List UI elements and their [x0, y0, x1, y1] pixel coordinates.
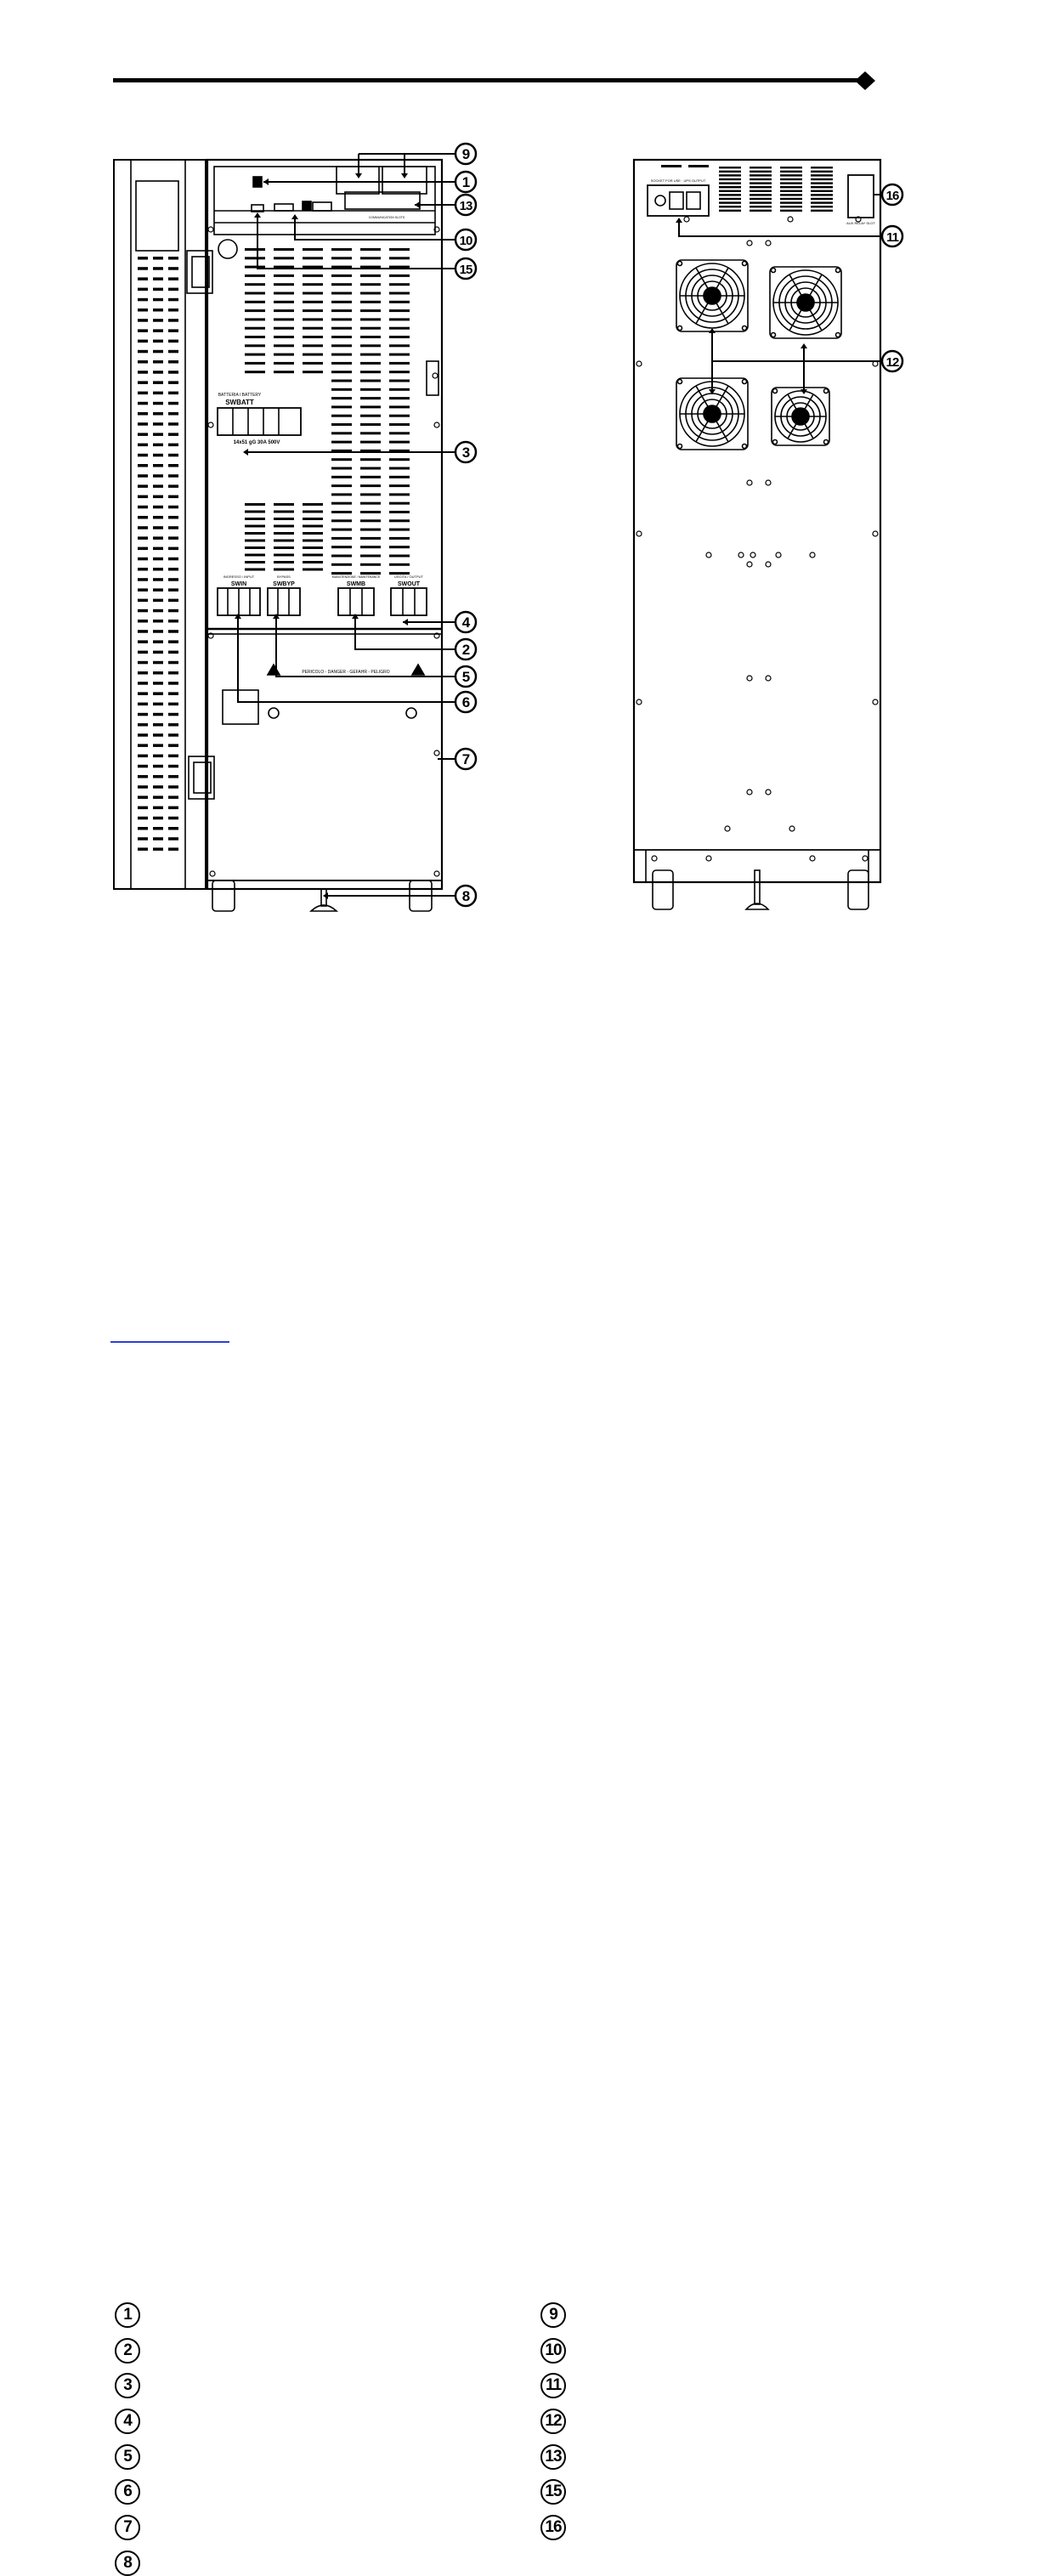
- header-rule: [113, 71, 875, 90]
- swbyp-header-label: BYPASS: [277, 575, 291, 579]
- svg-text:5: 5: [462, 669, 470, 685]
- callout-4: 4: [454, 610, 478, 634]
- legend-marker-16: 16: [540, 2515, 566, 2540]
- svg-text:10: 10: [460, 234, 472, 248]
- svg-text:8: 8: [462, 888, 470, 904]
- svg-text:13: 13: [460, 199, 472, 213]
- legend-marker-7: 7: [115, 2515, 140, 2540]
- swbatt-spec-label: 14x51 gG 30A 500V: [234, 440, 280, 445]
- cooling-fans: [676, 259, 842, 450]
- callout-1: 1: [454, 170, 478, 194]
- right-unit-labels: SOCKET FOR USE · UPS OUTPUT AUX RELAY SL…: [651, 178, 876, 225]
- legend-marker-10: 10: [540, 2338, 566, 2364]
- swout-header-label: USCITA / OUTPUT: [394, 575, 423, 579]
- svg-text:7: 7: [462, 751, 470, 767]
- callout-10: 10: [454, 228, 478, 252]
- callout-7: 7: [454, 747, 478, 771]
- svg-text:16: 16: [886, 189, 899, 203]
- legend-marker-12: 12: [540, 2409, 566, 2434]
- svg-text:9: 9: [462, 146, 470, 162]
- callout-6: 6: [454, 690, 478, 714]
- callout-2: 2: [454, 637, 478, 661]
- legend-marker-4: 4: [115, 2409, 140, 2434]
- left-ups-unit: [113, 158, 444, 912]
- svg-text:2: 2: [462, 642, 470, 658]
- legend-marker-3: 3: [115, 2373, 140, 2398]
- door-vent-slots: [138, 257, 178, 851]
- legend-marker-11: 11: [540, 2373, 566, 2398]
- swmb-switch: [337, 587, 375, 616]
- ups-output-label: SOCKET FOR USE · UPS OUTPUT: [651, 178, 706, 183]
- swin-switch: [217, 587, 261, 616]
- swbatt-header-label: BATTERIA / BATTERY: [218, 393, 262, 398]
- svg-text:4: 4: [462, 614, 471, 631]
- legend-marker-9: 9: [540, 2302, 566, 2328]
- callout-12: 12: [880, 349, 904, 373]
- callout-11: 11: [880, 224, 904, 248]
- diagram-stage: BATTERIA / BATTERY SWBATT 14x51 gG 30A 5…: [110, 71, 904, 2576]
- callout-15: 15: [454, 257, 478, 280]
- right-ups-unit: [632, 158, 882, 910]
- leader-lines: [237, 153, 882, 897]
- footer-link-underline: [110, 1341, 229, 1343]
- swmb-label: SWMB: [347, 581, 365, 587]
- legend-marker-5: 5: [115, 2444, 140, 2470]
- svg-text:3: 3: [462, 444, 470, 461]
- swbyp-switch: [267, 587, 301, 616]
- arrow-heads: [235, 173, 807, 899]
- fan-1: [676, 259, 749, 332]
- comm-slots-label: COMMUNICATION SLOTS: [369, 216, 405, 219]
- callout-3: 3: [454, 440, 478, 464]
- swin-header-label: INGRESSO / INPUT: [223, 575, 255, 579]
- aux-slot-label: AUX RELAY SLOT: [846, 221, 875, 225]
- swout-switch: [390, 587, 427, 616]
- legend-marker-1: 1: [115, 2302, 140, 2328]
- legend-marker-15: 15: [540, 2479, 566, 2505]
- callout-5: 5: [454, 665, 478, 688]
- ups-rear-diagram: BATTERIA / BATTERY SWBATT 14x51 gG 30A 5…: [113, 71, 904, 912]
- swbyp-label: SWBYP: [273, 581, 295, 587]
- legend-marker-13: 13: [540, 2444, 566, 2470]
- svg-text:15: 15: [460, 263, 472, 277]
- swin-label: SWIN: [231, 581, 246, 587]
- svg-text:12: 12: [886, 355, 899, 370]
- swbatt-switch: [217, 407, 302, 436]
- legend-marker-2: 2: [115, 2338, 140, 2364]
- cabinet-vent-slots: [245, 248, 410, 575]
- right-vent-slots: [661, 165, 833, 212]
- swout-label: SWOUT: [398, 581, 421, 587]
- screws: [207, 216, 879, 877]
- svg-text:6: 6: [462, 694, 470, 711]
- callout-9: 9: [454, 142, 478, 166]
- fan-2: [769, 266, 842, 339]
- swbatt-label: SWBATT: [225, 399, 254, 406]
- callout-16: 16: [880, 183, 904, 207]
- legend-marker-8: 8: [115, 2551, 140, 2576]
- warning-label: PERICOLO - DANGER - GEFAHR - PELIGRO: [302, 670, 389, 675]
- left-unit-labels: BATTERIA / BATTERY SWBATT 14x51 gG 30A 5…: [218, 216, 424, 675]
- legend-marker-6: 6: [115, 2479, 140, 2505]
- callout-8: 8: [454, 884, 478, 908]
- fan-4: [771, 387, 830, 446]
- swmb-header-label: MANUTENZIONE / MAINTENANCE: [332, 575, 381, 579]
- svg-text:1: 1: [462, 174, 470, 190]
- svg-text:11: 11: [886, 230, 899, 245]
- callout-13: 13: [454, 193, 478, 217]
